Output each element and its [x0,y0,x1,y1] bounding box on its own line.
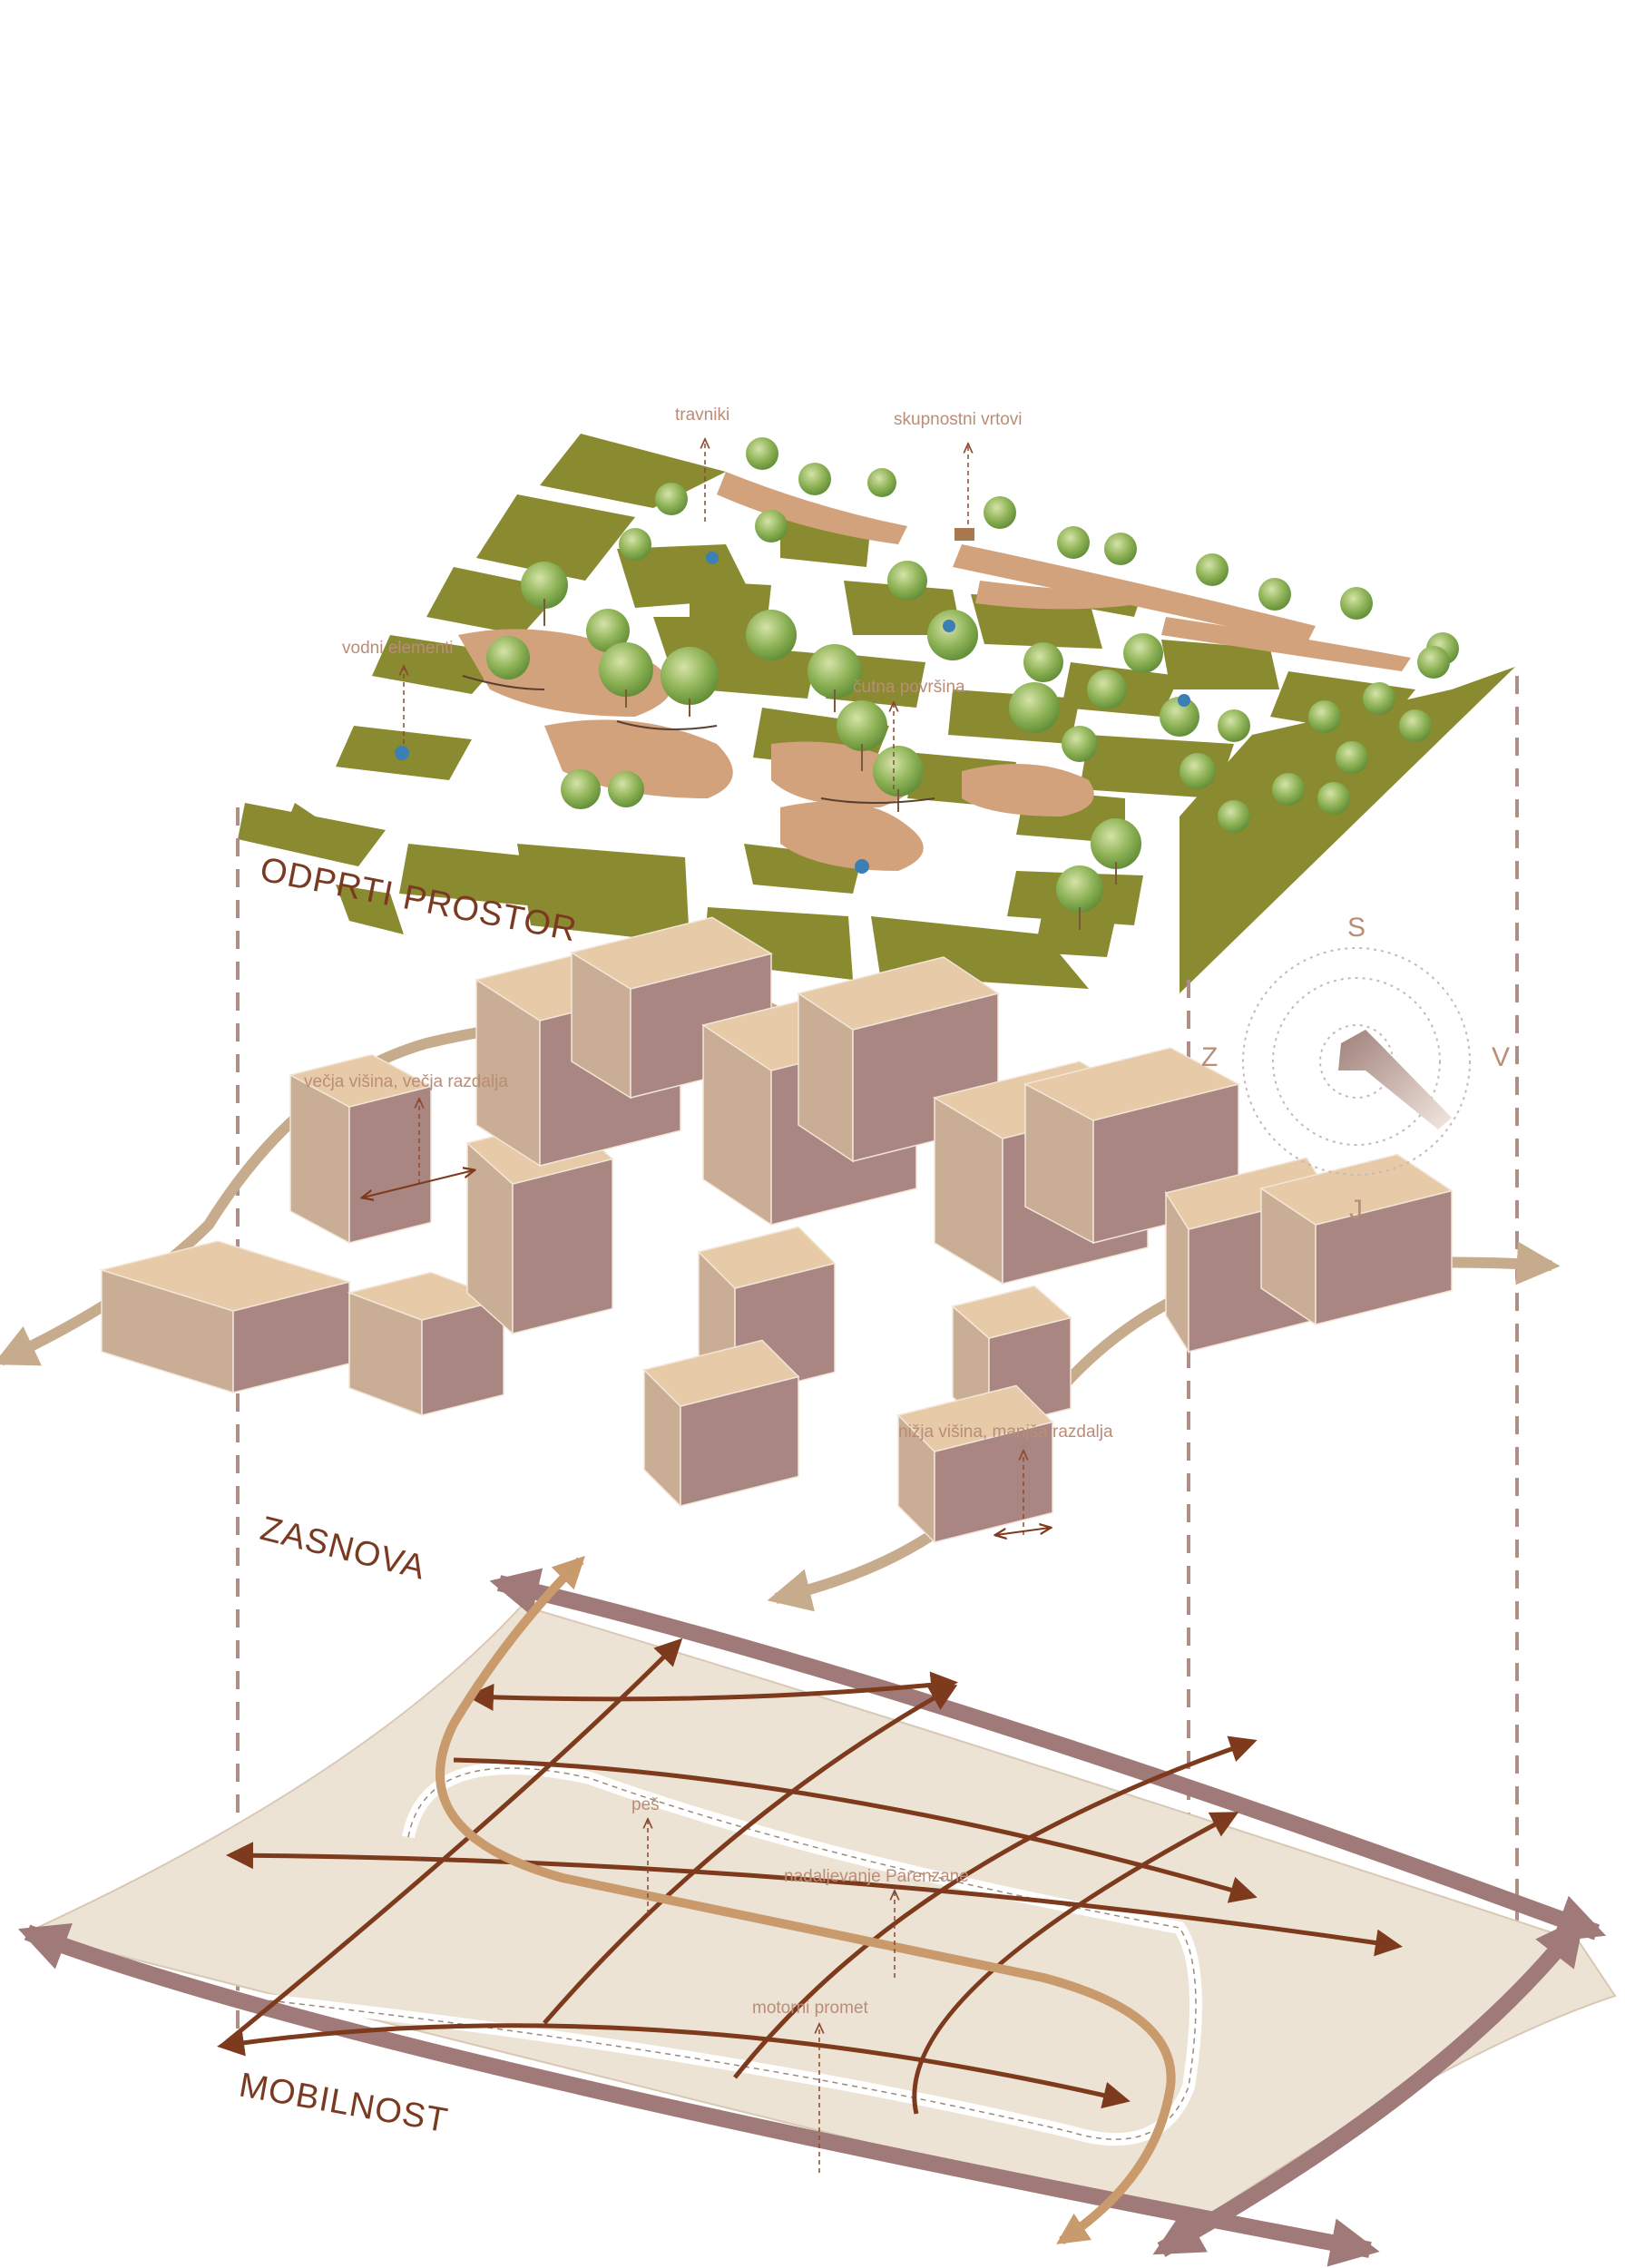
trees [462,437,1459,930]
site-ground [24,1604,1617,2224]
open-space-layer: travniki skupnostni vrtovi vodni element… [238,406,1515,993]
wind-rose-icon [1338,1030,1452,1129]
mobility-annotations: peš nadaljevanje Parenzane motorni prome… [631,1795,969,2173]
building-block [99,1240,352,1394]
ann-travniki: travniki [675,406,729,425]
building-top-face [1023,1047,1241,1121]
ann-parenzana: nadaljevanje Parenzane [784,1867,969,1886]
massing-layer: večja višina, večja razdalja nižja višin… [0,916,1561,1612]
building-block [570,916,773,1100]
building-top-face [797,956,1000,1031]
building-top-face [896,1384,1054,1452]
building-top-face [951,1285,1072,1339]
road-east [1152,1915,1586,2257]
open-space-annotations: travniki skupnostni vrtovi vodni element… [342,406,1023,789]
building-block [642,1339,800,1508]
compass-west: Z [1201,1042,1218,1072]
building-top-face [697,1226,837,1289]
building-right-face [512,1158,613,1334]
building-block [288,1053,434,1245]
ann-motorni-promet: motorni promet [752,1999,868,2018]
mobility-layer: peš nadaljevanje Parenzane motorni prome… [17,1556,1617,2267]
building-top-face [642,1339,800,1407]
distance-arrow-large [363,1170,474,1198]
building-block [896,1384,1054,1544]
building-top-face [99,1240,352,1312]
ann-nizja-visina: nižja višina, manjša razdalja [898,1422,1113,1442]
ann-cutna-povrsina: čutna površina [853,678,965,697]
building-top-face [1259,1153,1454,1226]
layer-title-massing: ZASNOVA [257,1510,429,1588]
building-top-face [288,1053,434,1108]
building-top-face [570,916,773,990]
ann-skupnostni-vrtovi: skupnostni vrtovi [894,410,1023,429]
compass-south: J [1349,1195,1363,1225]
water-elements [395,552,1190,874]
building-block [1259,1153,1454,1326]
wind-arrow-right [767,1241,1561,1612]
building-block [347,1271,506,1417]
ann-vodni-elementi: vodni elementi [342,639,454,658]
massing-annotations: večja višina, večja razdalja nižja višin… [304,1072,1113,1535]
distance-arrow-small [996,1528,1050,1535]
garden-boxes [954,528,974,541]
compass: S Z V J [1201,913,1510,1225]
layer-title-mobility: MOBILNOST [236,2067,451,2141]
parenzana-path [436,1556,1176,2245]
compass-north: S [1347,913,1366,943]
ann-pes: peš [631,1795,660,1814]
ann-vecja-visina: večja višina, večja razdalja [304,1072,508,1091]
buildings [99,916,1454,1544]
compass-east: V [1492,1042,1510,1072]
